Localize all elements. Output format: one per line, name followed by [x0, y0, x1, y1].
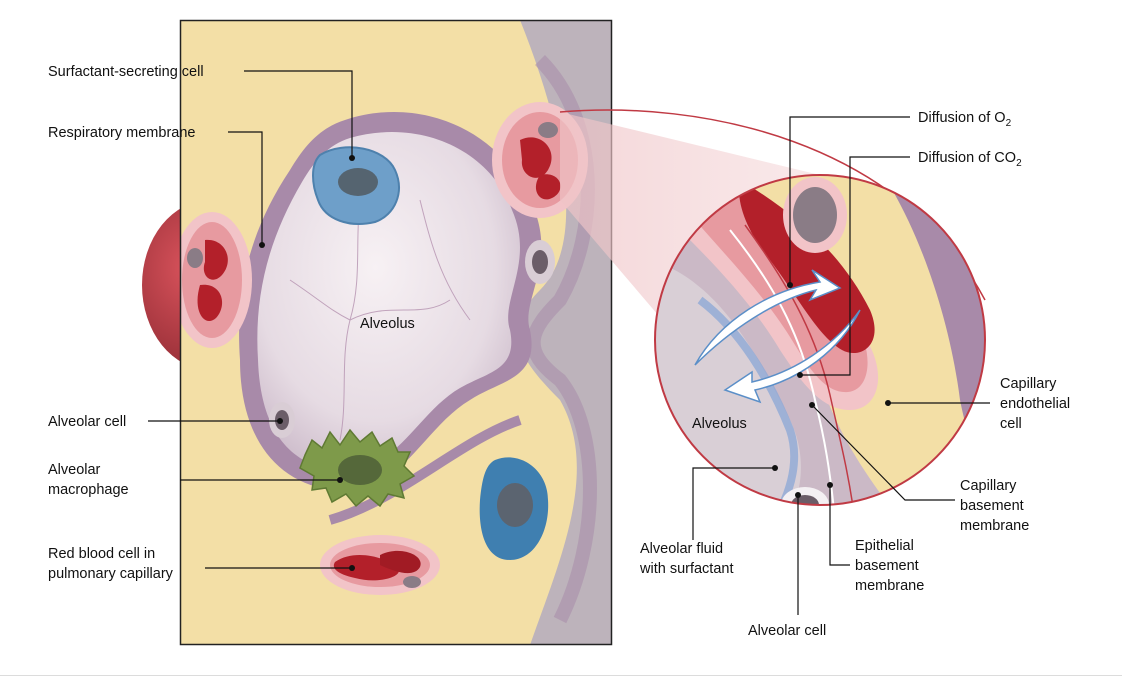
label-red-blood-cell-1: Red blood cell in: [48, 546, 155, 562]
label-respiratory-membrane: Respiratory membrane: [48, 125, 195, 141]
label-alveolar-fluid-2: with surfactant: [639, 561, 734, 577]
label-capillary-basement-1: Capillary: [960, 478, 1017, 494]
label-capillary-endothelial-3: cell: [1000, 416, 1022, 432]
label-capillary-basement-2: basement: [960, 498, 1024, 514]
leader-lines: [148, 70, 990, 615]
label-alveolar-cell-bottom: Alveolar cell: [748, 623, 826, 639]
label-alveolus-main: Alveolus: [360, 316, 415, 332]
label-alveolar-macrophage-1: Alveolar: [48, 462, 101, 478]
label-red-blood-cell-2: pulmonary capillary: [48, 566, 174, 582]
label-diffusion-co2: Diffusion of CO2: [918, 150, 1022, 169]
label-epithelial-basement-2: basement: [855, 558, 919, 574]
label-epithelial-basement-3: membrane: [855, 578, 924, 594]
o2-diffusion-arrow: [694, 269, 842, 366]
label-diffusion-o2: Diffusion of O2: [918, 110, 1012, 129]
label-alveolar-fluid-1: Alveolar fluid: [640, 541, 723, 557]
co2-diffusion-arrow: [723, 309, 861, 404]
main-panel: [142, 19, 613, 646]
alveolar-macrophage: [299, 428, 416, 508]
label-capillary-endothelial-2: endothelial: [1000, 396, 1070, 412]
surfactant-secreting-cell: [312, 146, 400, 225]
label-alveolar-macrophage-2: macrophage: [48, 482, 129, 498]
label-capillary-endothelial-1: Capillary: [1000, 376, 1057, 392]
label-capillary-basement-3: membrane: [960, 518, 1029, 534]
label-surfactant-secreting-cell: Surfactant-secreting cell: [48, 64, 204, 80]
label-alveolus-zoom: Alveolus: [692, 416, 747, 432]
label-alveolar-cell-left: Alveolar cell: [48, 414, 126, 430]
label-epithelial-basement-1: Epithelial: [855, 538, 914, 554]
footer-divider: [0, 675, 1122, 676]
alveolus-air-space: [257, 132, 520, 471]
zoom-circle: [655, 175, 985, 505]
